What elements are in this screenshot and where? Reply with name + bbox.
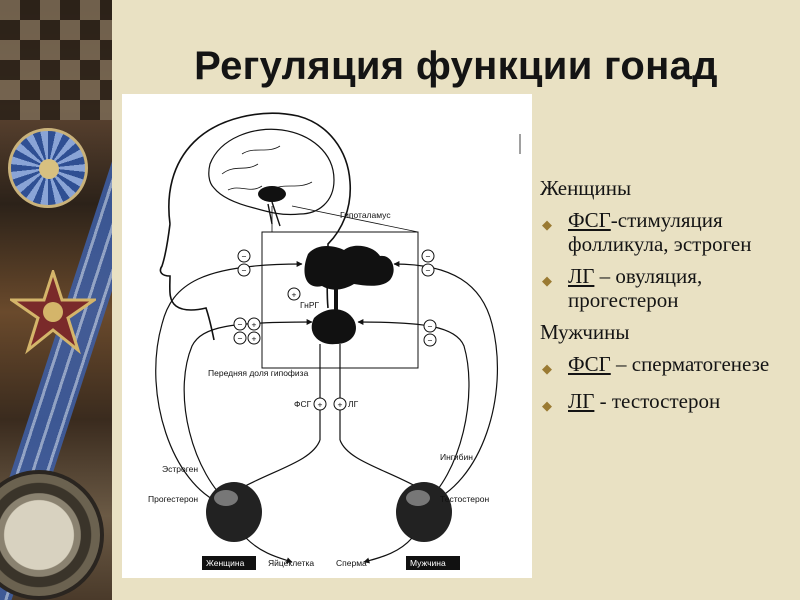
order-cross-decoration — [10, 270, 96, 355]
list-item: ◆ ФСГ-стимуляция фолликула, эстроген — [542, 208, 752, 256]
sign-minus: − — [237, 263, 251, 277]
label-testosterone: Тестостерон — [440, 494, 489, 504]
svg-text:−: − — [242, 252, 247, 262]
brain-stem — [267, 201, 281, 227]
medal-rosette-decoration — [8, 128, 88, 208]
testis-shape — [396, 482, 452, 542]
text-block: Женщины ◆ ФСГ-стимуляция фолликула, эстр… — [540, 176, 796, 426]
egg-arrow — [245, 537, 293, 564]
right-branch — [339, 439, 427, 493]
feedback-loop-left-outer — [155, 261, 303, 505]
svg-text:−: − — [426, 266, 431, 276]
list-item: ◆ ЛГ – овуляция, прогестерон — [542, 264, 703, 312]
term-link[interactable]: ЛГ — [568, 389, 595, 413]
head-outline — [159, 112, 352, 341]
sign-minus: − — [237, 249, 251, 263]
diamond-bullet-icon: ◆ — [542, 361, 552, 376]
diagram-svg: − − − − + − + − + − − + + Гипоталамус Гн… — [148, 112, 521, 570]
testis-highlight — [406, 490, 430, 506]
svg-text:−: − — [238, 334, 243, 344]
svg-text:+: + — [252, 334, 257, 344]
man-badge — [406, 556, 460, 570]
term-link[interactable]: ФСГ — [568, 352, 611, 376]
feedback-loop-right-inner — [357, 319, 470, 507]
label-fsh: ФСГ — [294, 399, 312, 409]
brain-outline — [208, 128, 335, 216]
sign-minus: − — [233, 331, 247, 345]
label-sperm: Сперма — [336, 558, 367, 568]
pituitary-shape — [311, 309, 356, 345]
label-estrogen: Эстроген — [162, 464, 198, 474]
left-branch — [233, 439, 321, 493]
term-link[interactable]: ЛГ — [568, 264, 595, 288]
ovary-highlight — [214, 490, 238, 506]
svg-text:+: + — [318, 400, 323, 410]
sign-minus: − — [421, 249, 435, 263]
sign-minus: − — [421, 263, 435, 277]
diamond-bullet-icon: ◆ — [542, 398, 552, 413]
svg-text:+: + — [252, 320, 257, 330]
svg-text:+: + — [338, 400, 343, 410]
feedback-loop-right-outer — [393, 261, 498, 505]
label-gnrh: ГнРГ — [300, 300, 319, 310]
sign-plus: + — [313, 397, 327, 411]
brain-folds — [221, 145, 313, 191]
label-progesterone: Прогестерон — [148, 494, 198, 504]
diamond-bullet-icon: ◆ — [542, 273, 552, 288]
feedback-loop-left-inner — [183, 319, 313, 507]
decorative-photo-strip — [0, 0, 112, 600]
label-anterior-pituitary: Передняя доля гипофиза — [208, 368, 309, 378]
term-link[interactable]: ФСГ — [568, 208, 611, 232]
sperm-arrow — [363, 537, 413, 564]
woman-badge — [202, 556, 256, 570]
svg-text:−: − — [242, 266, 247, 276]
label-man: Мужчина — [410, 558, 446, 568]
compass-decoration — [0, 470, 104, 600]
svg-text:−: − — [426, 252, 431, 262]
svg-text:−: − — [238, 320, 243, 330]
sign-plus: + — [287, 287, 301, 301]
svg-text:+: + — [292, 290, 297, 300]
sign-minus: − — [423, 333, 437, 347]
svg-text:−: − — [428, 322, 433, 332]
brain-center-mark — [258, 186, 286, 202]
label-woman: Женщина — [206, 558, 245, 568]
sign-plus: + — [247, 317, 261, 331]
sign-plus: + — [247, 331, 261, 345]
label-inhibin: Ингибин — [440, 452, 473, 462]
label-hypothalamus: Гипоталамус — [340, 210, 391, 220]
hypothalamus-shape — [304, 245, 394, 290]
men-heading: Мужчины — [540, 320, 630, 344]
sign-minus: − — [233, 317, 247, 331]
gonad-regulation-diagram: − − − − + − + − + − − + + Гипоталамус Гн… — [122, 94, 532, 578]
chessboard-decoration — [0, 0, 112, 120]
list-item: ◆ ЛГ - тестостерон — [540, 389, 796, 418]
sign-plus: + — [333, 397, 347, 411]
zoom-line — [291, 205, 419, 233]
slide-title: Регуляция функции гонад — [194, 44, 718, 88]
sign-minus: − — [423, 319, 437, 333]
label-lh: ЛГ — [348, 399, 359, 409]
list-item: ◆ ФСГ – сперматогенезе — [540, 352, 796, 381]
svg-text:−: − — [428, 336, 433, 346]
women-heading: Женщины — [540, 176, 632, 200]
diamond-bullet-icon: ◆ — [542, 217, 552, 232]
label-egg: Яйцеклетка — [268, 558, 314, 568]
ovary-shape — [206, 482, 262, 542]
